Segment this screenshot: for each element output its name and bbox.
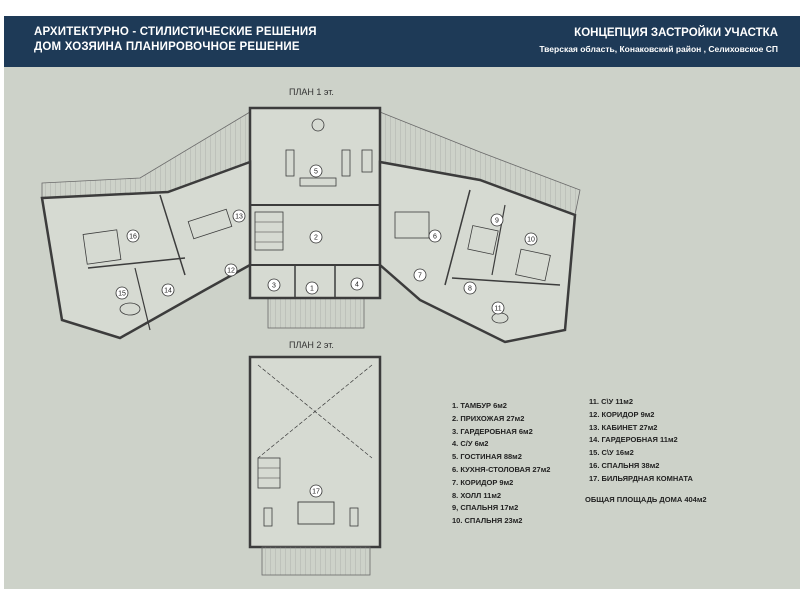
legend-item: 7. КОРИДОР 9м2: [452, 477, 514, 487]
header-left-line2: ДОМ ХОЗЯИНА ПЛАНИРОВОЧНОЕ РЕШЕНИЕ: [34, 41, 300, 53]
legend-item: 11. С\У 11м2: [589, 397, 633, 406]
legend-item: 17. БИЛЬЯРДНАЯ КОМНАТА: [589, 473, 693, 483]
svg-text:9: 9: [495, 218, 499, 225]
left-wing: [40, 160, 252, 340]
room-marker-15: 15: [115, 286, 129, 300]
room-marker-4: 4: [350, 277, 364, 291]
room-marker-11: 11: [491, 301, 505, 315]
room-marker-10: 10: [524, 232, 538, 246]
svg-text:13: 13: [235, 214, 243, 221]
svg-text:11: 11: [494, 306, 501, 313]
header-left-line1: АРХИТЕКТУРНО - СТИЛИСТИЧЕСКИЕ РЕШЕНИЯ: [34, 26, 317, 38]
svg-text:1: 1: [310, 286, 314, 293]
svg-text:12: 12: [227, 268, 235, 275]
svg-text:4: 4: [355, 282, 359, 289]
first-floor-plan: [40, 106, 581, 344]
room-marker-13: 13: [232, 209, 246, 223]
svg-text:8: 8: [468, 286, 472, 293]
legend-item: 3. ГАРДЕРОБНАЯ 6м2: [452, 426, 533, 436]
room-marker-17: 17: [309, 484, 323, 498]
legend-item: 9, СПАЛЬНЯ 17м2: [452, 503, 519, 513]
central-block: [248, 106, 382, 300]
total-area: ОБЩАЯ ПЛОЩАДЬ ДОМА 404м2: [585, 495, 707, 504]
legend-item: 10. СПАЛЬНЯ 23м2: [452, 516, 523, 526]
svg-text:15: 15: [118, 291, 126, 298]
room-marker-7: 7: [413, 268, 427, 282]
header-right-subtitle: Тверская область, Конаковский район , Се…: [539, 44, 778, 54]
right-wing: [378, 160, 577, 344]
svg-text:7: 7: [418, 273, 422, 280]
svg-text:2: 2: [314, 235, 318, 242]
svg-text:10: 10: [527, 237, 535, 244]
room-marker-9: 9: [490, 213, 504, 227]
legend-item: 6. КУХНЯ-СТОЛОВАЯ 27м2: [452, 464, 551, 474]
header-bar: АРХИТЕКТУРНО - СТИЛИСТИЧЕСКИЕ РЕШЕНИЯ ДО…: [4, 16, 800, 67]
legend-item: 15. С\У 16м2: [589, 448, 634, 458]
second-floor-room: [248, 355, 382, 549]
room-marker-1: 1: [305, 281, 319, 295]
legend-column-1: 1. ТАМБУР 6м2 2. ПРИХОЖАЯ 27м2 3. ГАРДЕР…: [452, 400, 550, 528]
svg-text:14: 14: [164, 288, 172, 295]
plan-1-title: ПЛАН 1 эт.: [289, 87, 334, 97]
front-porch: [267, 297, 365, 329]
room-markers: 1 2 3 4 5 6 7 8 9 10 11 12 13 14 15 16 1…: [115, 164, 538, 498]
legend-column-2: 11. С\У 11м2 12. КОРИДОР 9м2 13. КАБИНЕТ…: [589, 396, 693, 486]
legend-item: 8. ХОЛЛ 11м2: [452, 490, 502, 500]
plan-2-title: ПЛАН 2 эт.: [289, 340, 334, 350]
header-right-title: КОНЦЕПЦИЯ ЗАСТРОЙКИ УЧАСТКА: [574, 27, 778, 39]
svg-text:17: 17: [312, 489, 320, 496]
room-marker-16: 16: [126, 229, 140, 243]
room-marker-8: 8: [463, 281, 477, 295]
legend-item: 4. С/У 6м2: [452, 439, 489, 449]
room-marker-3: 3: [267, 278, 281, 292]
legend-item: 16. СПАЛЬНЯ 38м2: [589, 460, 660, 470]
second-floor-plan: [248, 355, 382, 576]
legend-item: 2. ПРИХОЖАЯ 27м2: [452, 413, 525, 423]
room-marker-5: 5: [309, 164, 323, 178]
legend-item: 12. КОРИДОР 9м2: [589, 409, 655, 419]
svg-text:3: 3: [272, 283, 276, 290]
stair-deck: [261, 546, 371, 576]
svg-text:16: 16: [129, 234, 137, 241]
legend-item: 14. ГАРДЕРОБНАЯ 11м2: [589, 435, 678, 445]
room-marker-6: 6: [428, 229, 442, 243]
legend-item: 13. КАБИНЕТ 27м2: [589, 422, 658, 432]
svg-text:5: 5: [314, 169, 318, 176]
room-marker-2: 2: [309, 230, 323, 244]
room-marker-14: 14: [161, 283, 175, 297]
room-marker-12: 12: [224, 263, 238, 277]
legend-item: 1. ТАМБУР 6м2: [452, 401, 507, 410]
billiard-table: [297, 501, 335, 525]
legend-item: 5. ГОСТИНАЯ 88м2: [452, 452, 522, 462]
svg-text:6: 6: [433, 234, 437, 241]
